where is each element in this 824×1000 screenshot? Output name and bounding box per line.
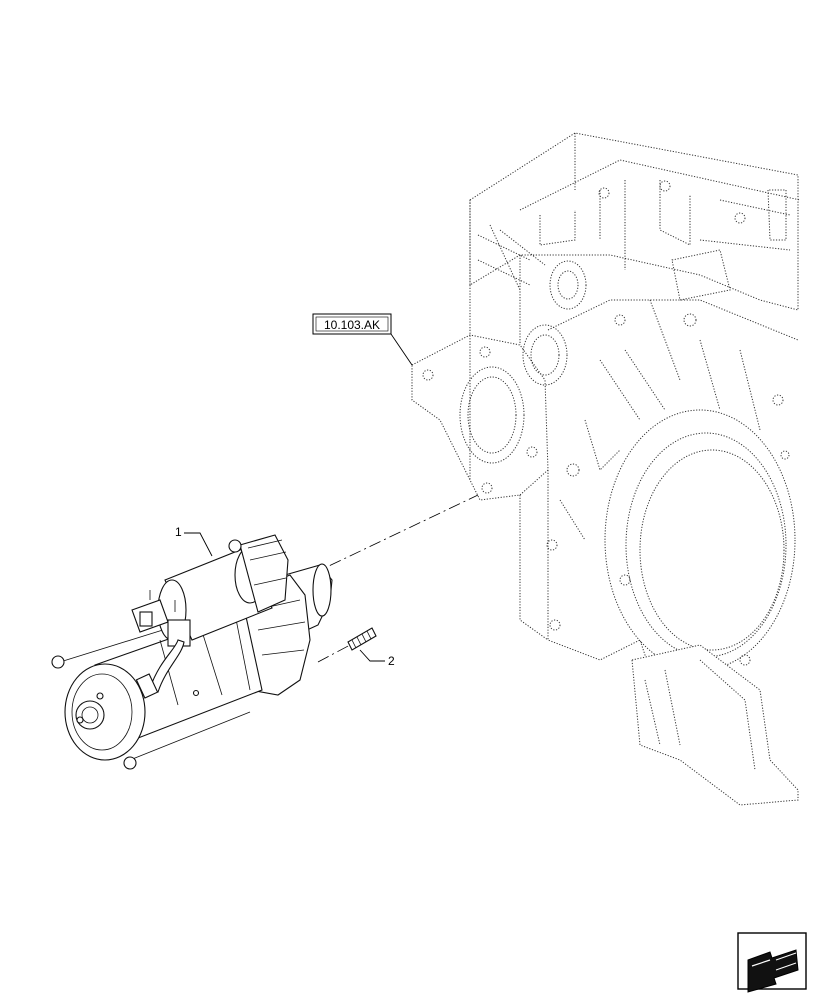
engine-flywheel-housing <box>411 132 801 806</box>
callout-2[interactable]: 2 <box>359 649 395 668</box>
reference-leader <box>390 333 413 366</box>
callout-number: 2 <box>388 654 395 668</box>
callout-1[interactable]: 1 <box>175 525 213 557</box>
stud-centerline <box>317 644 351 663</box>
assembly-centerline <box>309 494 479 576</box>
callout-number: 1 <box>175 525 182 539</box>
exploded-view-arrow-icon[interactable] <box>737 932 807 993</box>
stud <box>347 627 377 651</box>
starter-motor <box>51 534 333 770</box>
reference-label[interactable]: 10.103.AK <box>312 313 392 335</box>
reference-code: 10.103.AK <box>324 318 380 332</box>
